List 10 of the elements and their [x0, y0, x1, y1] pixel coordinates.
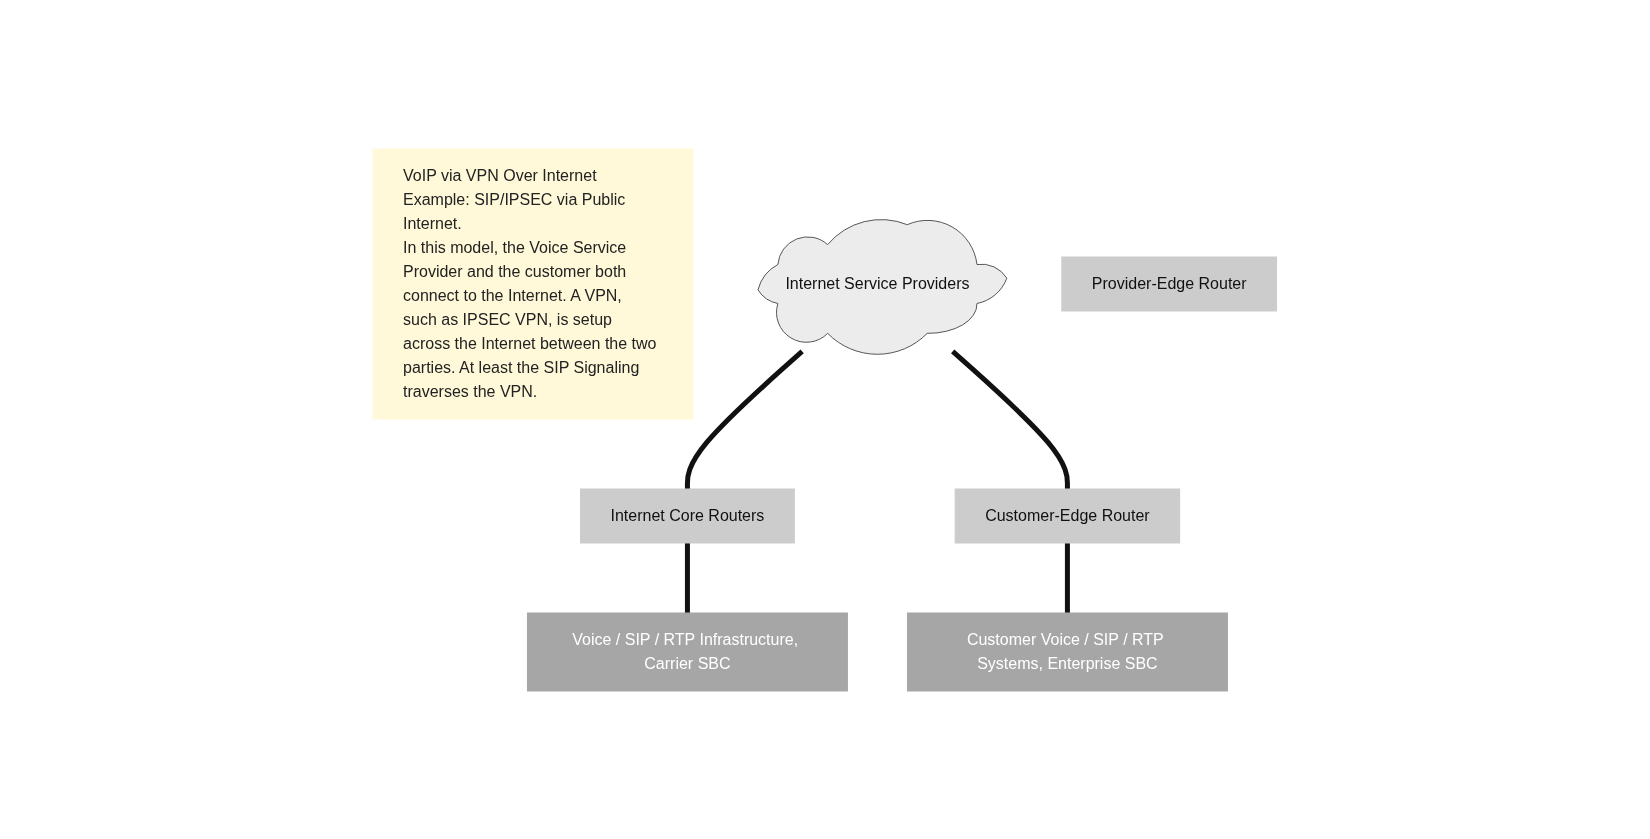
connector	[1065, 542, 1071, 613]
node-box: Provider-Edge Router	[1061, 256, 1278, 311]
node-box: Customer Voice / SIP / RTP Systems, Enterprise SBC	[907, 612, 1229, 691]
node-box: Voice / SIP / RTP Infrastructure, Carrier SBC	[527, 612, 849, 691]
connector	[685, 542, 691, 613]
connector	[951, 348, 1071, 489]
connector	[685, 348, 805, 489]
node-box: Internet Core Routers	[580, 488, 796, 543]
node-box: VoIP via VPN Over Internet Example: SIP/IPSEC via Public Internet. In this model, the Voice Service Provider and the customer both connect to the Internet. A VPN, such as IPSEC VPN, is setup across the Internet between the two parties. At least the SIP Signaling traverses the VPN.	[372, 148, 694, 419]
node-box: Customer-Edge Router	[954, 488, 1181, 543]
